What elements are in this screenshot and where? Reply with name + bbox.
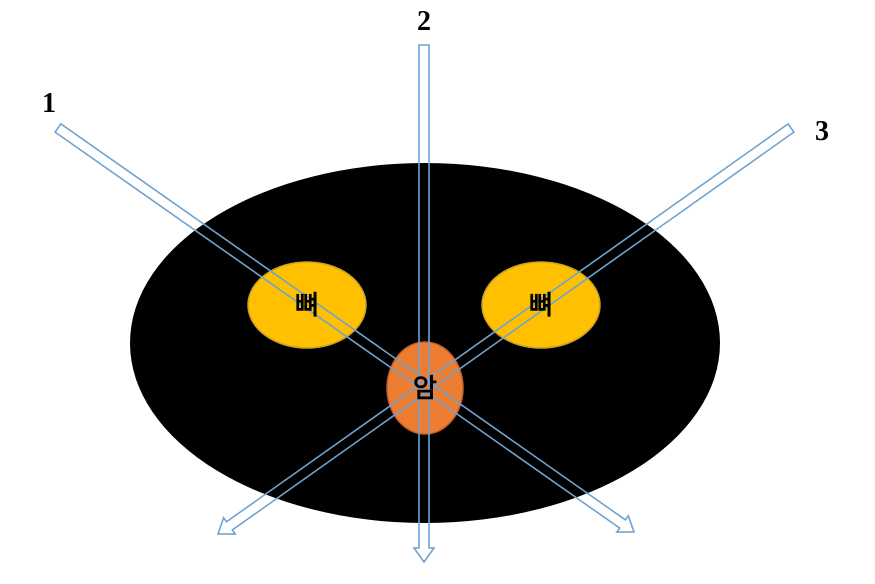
beam-label-2: 2 <box>417 6 431 37</box>
left-bone-label: 뼈 <box>295 291 319 321</box>
tumor-shape <box>386 341 464 435</box>
beam-label-1: 1 <box>42 88 56 119</box>
right-bone <box>481 261 601 349</box>
right-bone-label: 뼈 <box>529 291 553 321</box>
beam-arrows <box>53 44 796 564</box>
beam-label-3: 3 <box>815 116 829 147</box>
tumor <box>386 341 464 435</box>
left-bone-shape <box>247 261 367 349</box>
beam-arrow-2 <box>412 44 436 564</box>
right-bone-shape <box>481 261 601 349</box>
beam-arrow-1 <box>53 122 636 533</box>
left-bone <box>247 261 367 349</box>
tumor-label: 암 <box>413 374 437 404</box>
beam-arrow-3 <box>216 122 796 535</box>
